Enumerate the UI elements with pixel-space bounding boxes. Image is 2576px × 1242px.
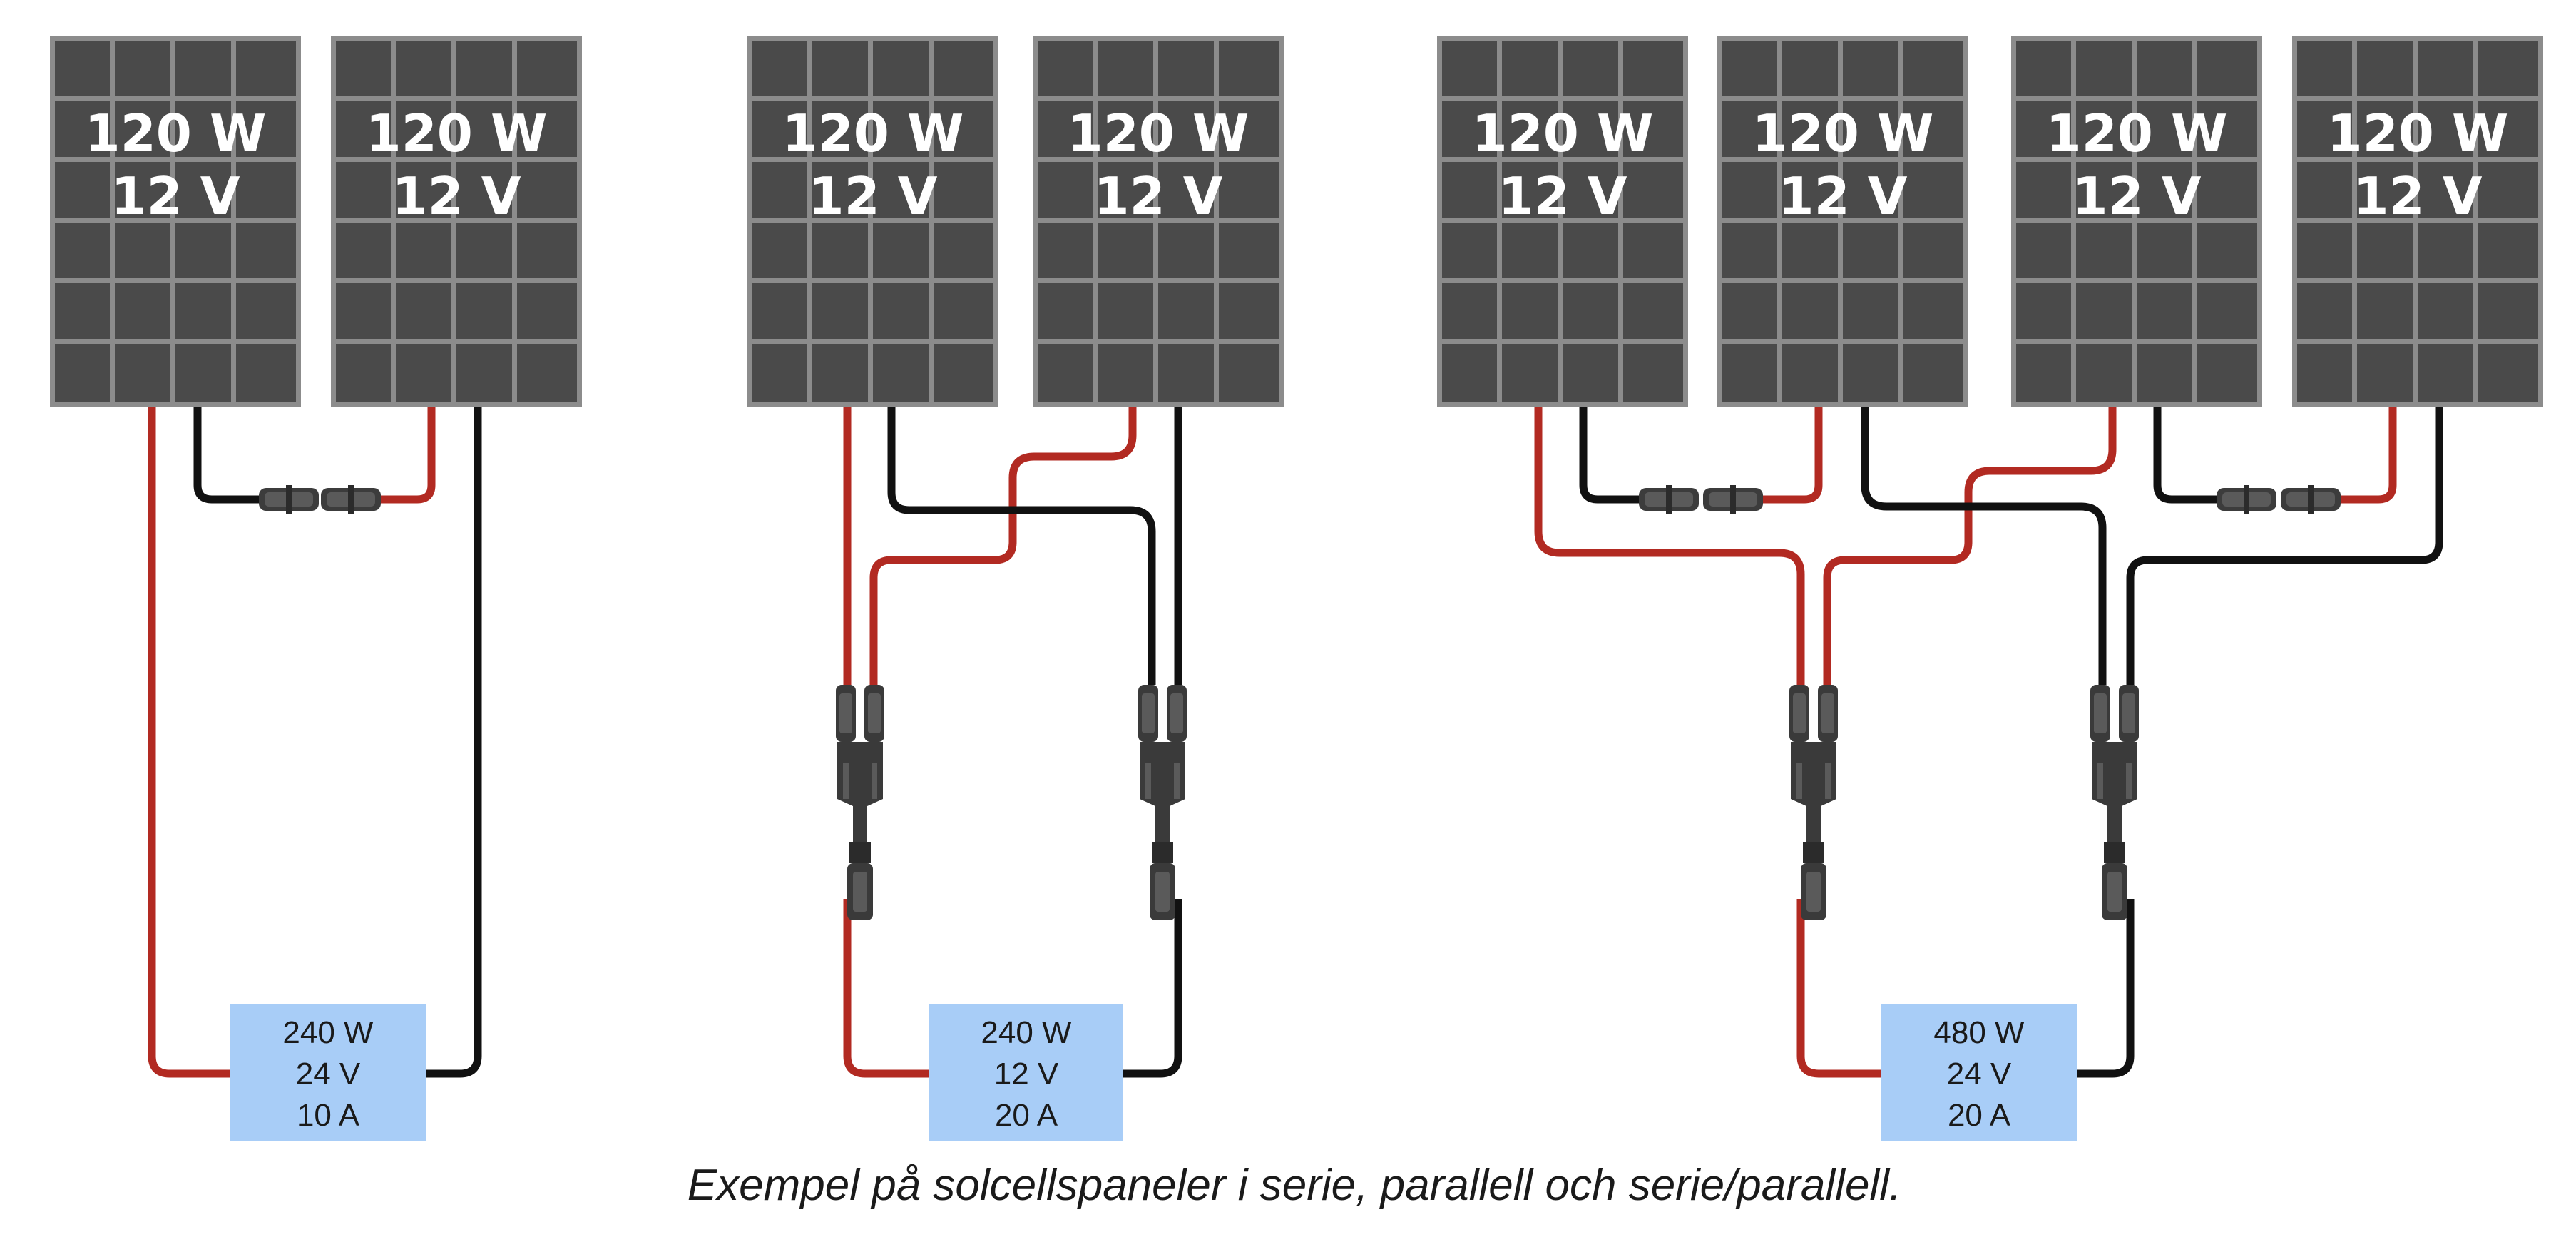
panel-voltage: 12 V <box>1094 166 1223 226</box>
mc4-connector <box>2281 485 2341 514</box>
result-power: 240 W <box>981 1015 1072 1050</box>
result-current: 10 A <box>297 1098 360 1133</box>
diagram-caption: Exempel på solcellspaneler i serie, para… <box>688 1161 1901 1210</box>
series-parallel-diagram: 120 W 12 V 120 W 12 V 120 W 12 V 120 W 1… <box>1437 36 2543 1141</box>
panel-power: 120 W <box>85 103 267 163</box>
series-link-positive <box>357 407 436 504</box>
panel-voltage: 12 V <box>392 166 521 226</box>
result-box: 240 W 24 V 10 A <box>230 1004 426 1141</box>
positive-wire <box>148 407 230 1078</box>
panel-power: 120 W <box>1752 103 1934 163</box>
panel-power: 120 W <box>1068 103 1249 163</box>
mc4-connector <box>2217 485 2276 514</box>
solar-panel: 120 W 12 V <box>1717 36 1968 407</box>
y-branch-connector <box>1789 685 1838 920</box>
mc4-connector <box>1703 485 1763 514</box>
panel-voltage: 12 V <box>2353 166 2483 226</box>
series-link-positive <box>1740 407 1823 504</box>
series-link-positive <box>2318 407 2397 504</box>
y-branch-connector <box>836 685 884 920</box>
negative-wire <box>426 407 482 1078</box>
solar-panel: 120 W 12 V <box>2011 36 2262 407</box>
parallel-diagram: 120 W 12 V 120 W 12 V 240 W 12 V 20 A <box>747 36 1284 1141</box>
panel-power: 120 W <box>2327 103 2509 163</box>
negative-output-wire <box>2077 899 2135 1078</box>
panel-power: 120 W <box>782 103 964 163</box>
positive-wire <box>869 407 1137 685</box>
mc4-connector <box>321 485 381 514</box>
result-power: 480 W <box>1933 1015 2025 1050</box>
result-power: 240 W <box>282 1015 374 1050</box>
negative-wire <box>887 407 1156 685</box>
solar-panel: 120 W 12 V <box>331 36 582 407</box>
result-voltage: 12 V <box>994 1057 1059 1091</box>
solar-panel: 120 W 12 V <box>50 36 301 407</box>
solar-panel: 120 W 12 V <box>747 36 998 407</box>
mc4-connector <box>259 485 319 514</box>
panel-voltage: 12 V <box>1779 166 1908 226</box>
result-current: 20 A <box>995 1098 1058 1133</box>
positive-output-wire <box>1796 899 1881 1078</box>
y-branch-connector <box>1138 685 1187 920</box>
result-current: 20 A <box>1948 1098 2011 1133</box>
series-link-negative <box>193 407 285 504</box>
result-box: 480 W 24 V 20 A <box>1881 1004 2077 1141</box>
panel-power: 120 W <box>366 103 548 163</box>
solar-panel: 120 W 12 V <box>2292 36 2543 407</box>
y-branch-connector <box>2090 685 2139 920</box>
mc4-connector <box>1639 485 1699 514</box>
result-box: 240 W 12 V 20 A <box>929 1004 1123 1141</box>
series-link-negative <box>2153 407 2243 504</box>
panel-power: 120 W <box>2046 103 2228 163</box>
series-diagram: 120 W 12 V 120 W 12 V 240 W 24 V 10 A <box>50 36 582 1141</box>
series-link-negative <box>1579 407 1665 504</box>
panel-voltage: 12 V <box>1498 166 1627 226</box>
result-voltage: 24 V <box>1947 1057 2012 1091</box>
positive-wire <box>1534 407 1805 685</box>
negative-output-wire <box>1123 899 1182 1078</box>
positive-output-wire <box>843 899 929 1078</box>
negative-wire <box>2126 407 2443 685</box>
negative-wire <box>1861 407 2107 685</box>
panel-voltage: 12 V <box>2072 166 2202 226</box>
positive-wire <box>1823 407 2117 685</box>
solar-panel: 120 W 12 V <box>1437 36 1688 407</box>
panel-power: 120 W <box>1472 103 1654 163</box>
panel-voltage: 12 V <box>809 166 938 226</box>
result-voltage: 24 V <box>296 1057 361 1091</box>
solar-panel: 120 W 12 V <box>1033 36 1284 407</box>
panel-voltage: 12 V <box>111 166 240 226</box>
